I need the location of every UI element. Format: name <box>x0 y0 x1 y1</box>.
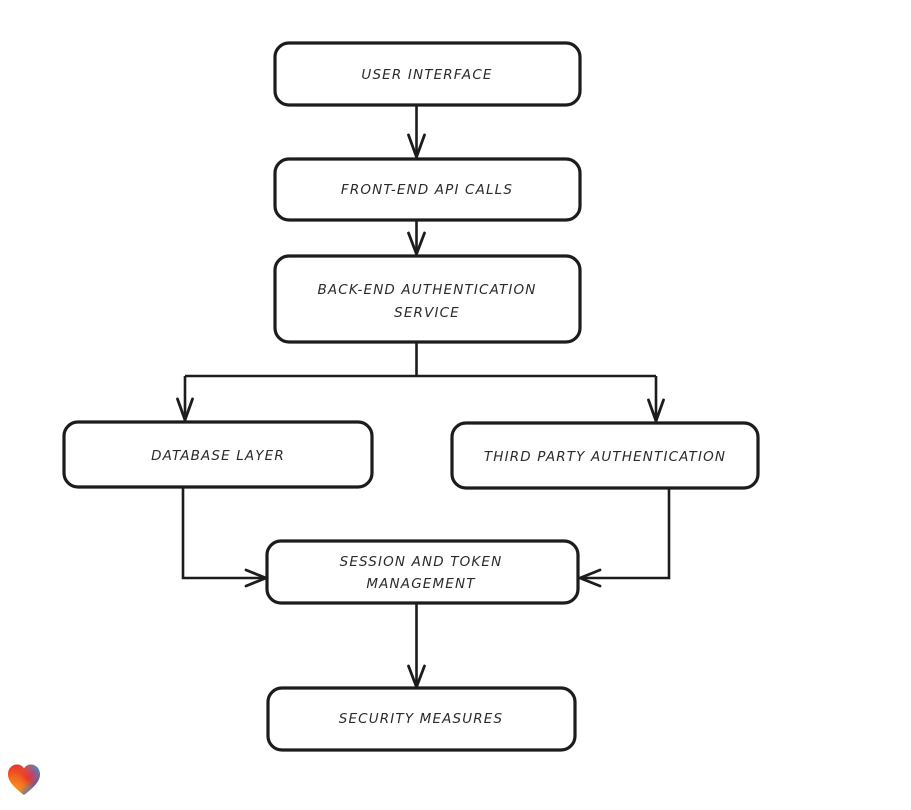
node-user-interface-label: USER INTERFACE <box>361 67 492 83</box>
node-back-end-authentication-service-label-line-1: BACK-END AUTHENTICATION <box>317 282 536 298</box>
node-database-layer[interactable]: DATABASE LAYER <box>62 420 374 489</box>
node-back-end-authentication-service-box[interactable] <box>273 254 582 344</box>
node-front-end-api-calls[interactable]: FRONT-END API CALLS <box>273 157 582 222</box>
node-front-end-api-calls-box[interactable] <box>273 157 582 222</box>
node-front-end-api-calls-label: FRONT-END API CALLS <box>341 182 513 198</box>
node-security-measures-box[interactable] <box>266 686 577 752</box>
node-security-measures-label: SECURITY MEASURES <box>339 711 503 727</box>
node-database-layer-box[interactable] <box>62 420 374 489</box>
node-session-and-token-management[interactable]: SESSION AND TOKEN MANAGEMENT <box>265 539 580 605</box>
node-third-party-authentication-box[interactable] <box>450 421 760 490</box>
node-security-measures[interactable]: SECURITY MEASURES <box>266 686 577 752</box>
node-third-party-authentication[interactable]: THIRD PARTY AUTHENTICATION <box>450 421 760 490</box>
node-session-and-token-management-label-line-1: SESSION AND TOKEN <box>340 554 503 570</box>
edge-session-and-token-management-to-security-measures <box>407 603 426 689</box>
edge-third-party-authentication-to-session-and-token-management <box>578 488 671 588</box>
node-third-party-authentication-label: THIRD PARTY AUTHENTICATION <box>484 449 726 465</box>
node-user-interface[interactable]: USER INTERFACE <box>273 41 582 107</box>
heart-shape-overlay <box>8 764 40 795</box>
heart-icon <box>8 764 40 795</box>
node-user-interface-box[interactable] <box>273 41 582 107</box>
node-back-end-authentication-service[interactable]: BACK-END AUTHENTICATION SERVICE <box>273 254 582 344</box>
edge-back-end-authentication-service-split <box>185 342 656 378</box>
edge-front-end-api-calls-to-back-end-authentication-service <box>407 220 426 256</box>
edge-back-end-authentication-service-to-third-party-authentication <box>647 376 665 423</box>
node-session-and-token-management-box[interactable] <box>265 539 580 605</box>
node-database-layer-label: DATABASE LAYER <box>151 448 285 464</box>
edge-database-layer-to-session-and-token-management <box>181 488 268 588</box>
node-back-end-authentication-service-label-line-2: SERVICE <box>394 305 460 321</box>
node-session-and-token-management-label-line-2: MANAGEMENT <box>366 576 476 592</box>
edge-user-interface-to-front-end-api-calls <box>407 105 426 159</box>
edge-back-end-authentication-service-to-database-layer <box>176 376 194 422</box>
